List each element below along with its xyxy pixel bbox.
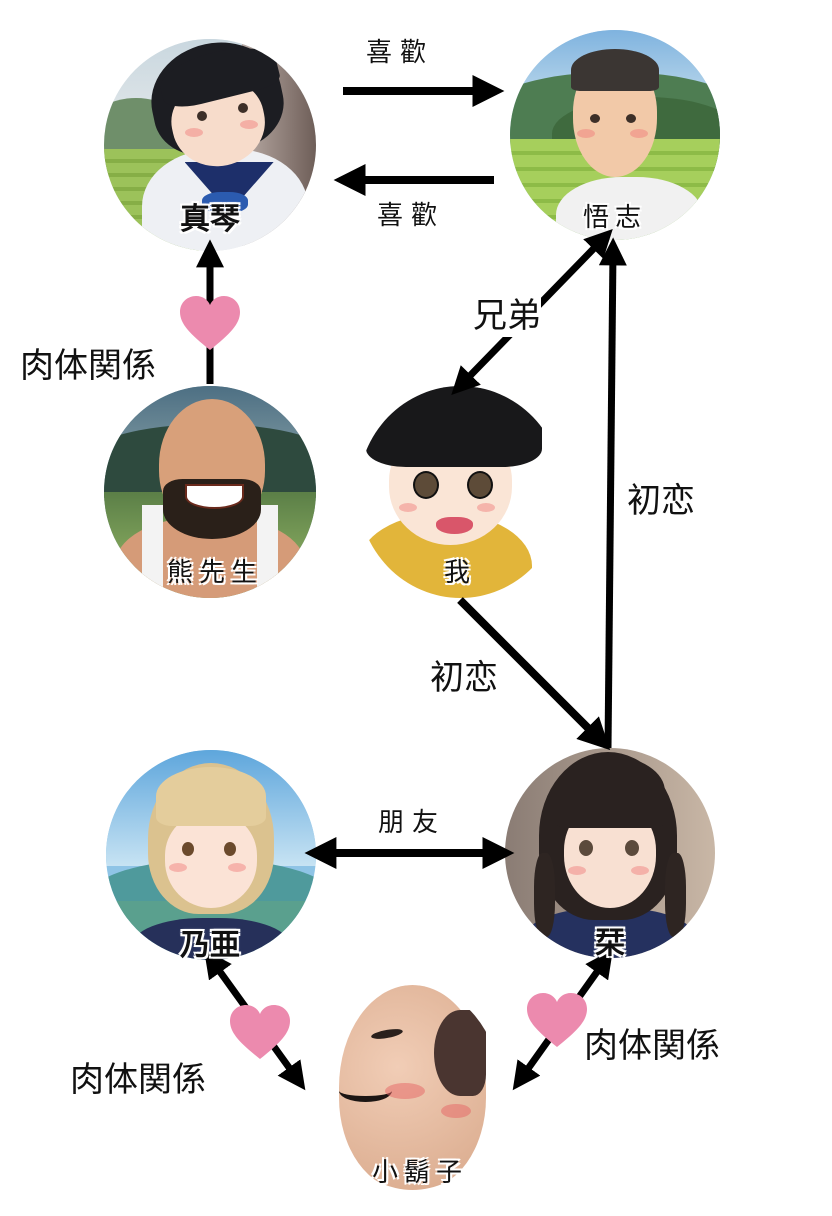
character-avatar-kohige[interactable] — [325, 985, 500, 1190]
character-name-satoshi: 悟志 — [582, 203, 647, 233]
character-name-kohige: 小鬍子 — [371, 1158, 468, 1188]
relation-label-like-bottom: 喜歡 — [377, 201, 446, 231]
relation-label-brothers: 兄弟 — [473, 288, 541, 337]
heart-icon — [527, 993, 587, 1047]
character-name-makoto: 真琴 — [180, 202, 240, 237]
character-avatar-satoshi[interactable] — [510, 30, 720, 240]
character-avatar-noa[interactable] — [106, 750, 316, 960]
arrow-koto-to-satoshi — [598, 237, 627, 749]
relation-label-like-top: 喜歡 — [366, 38, 435, 68]
relation-label-physical-noa-kohige: 肉体関係 — [70, 1060, 206, 1100]
relation-label-friends: 朋友 — [378, 808, 447, 838]
character-name-noa: 乃亜 — [180, 928, 240, 963]
character-name-kuma: 熊先生 — [166, 558, 263, 588]
character-avatar-kuma[interactable] — [104, 386, 316, 598]
relation-label-physical-koto-kohige: 肉体関係 — [584, 1026, 720, 1066]
heart-icon — [230, 1005, 290, 1059]
character-name-koto: 栞 — [595, 926, 625, 961]
relation-label-first-love-satoshi: 初恋 — [627, 481, 695, 521]
relation-label-first-love-koto: 初恋 — [430, 658, 498, 698]
character-avatar-me[interactable] — [358, 386, 563, 598]
heart-icon — [180, 296, 240, 350]
character-avatar-koto[interactable] — [505, 748, 715, 958]
character-avatar-makoto[interactable] — [104, 39, 316, 251]
relation-label-physical-makoto-kuma: 肉体関係 — [20, 346, 156, 386]
character-name-me: 我 — [443, 558, 476, 588]
